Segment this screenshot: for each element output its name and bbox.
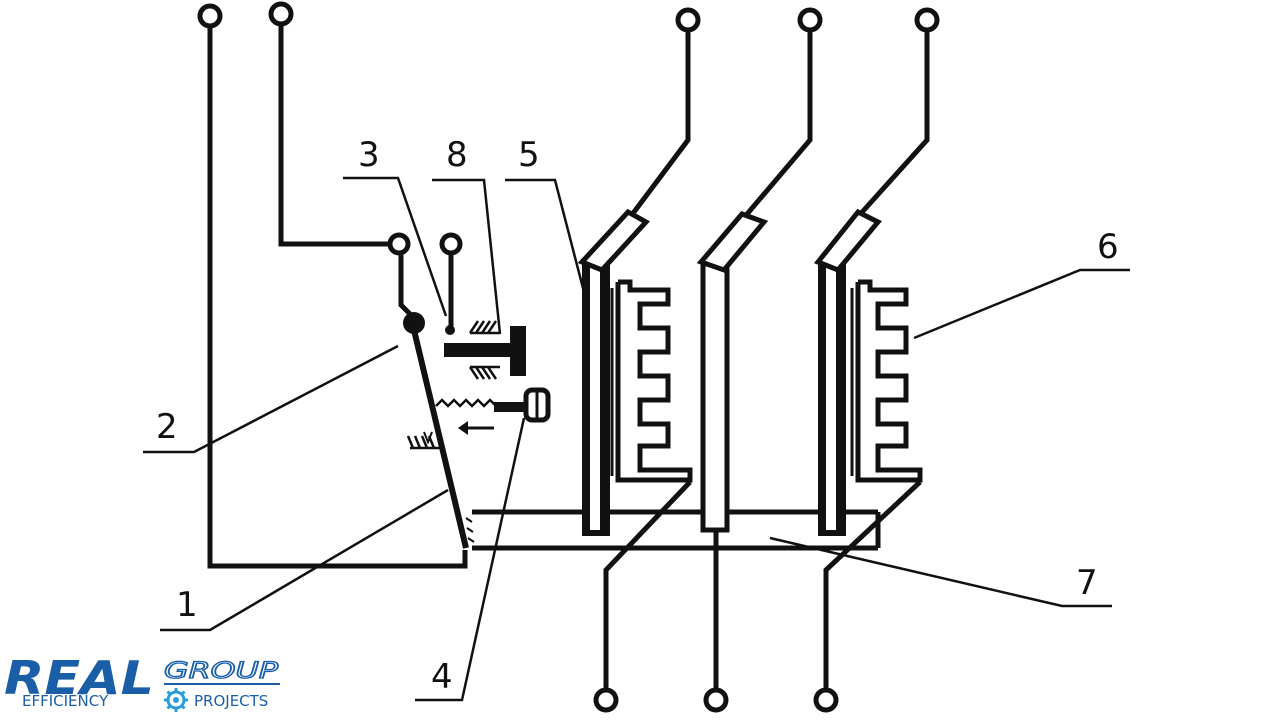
leader-lines bbox=[143, 176, 1130, 702]
notch-marks bbox=[465, 517, 475, 543]
contact-point bbox=[445, 325, 455, 335]
wiring bbox=[207, 26, 930, 690]
logo-word-efficiency: EFFICIENCY bbox=[22, 692, 109, 710]
ground-hatch bbox=[406, 435, 440, 450]
adjusting-screw bbox=[435, 387, 551, 435]
logo-word-projects: PROJECTS bbox=[194, 692, 268, 710]
spring-stop bbox=[444, 320, 526, 380]
terminal-bottom-1 bbox=[593, 687, 619, 713]
core-right bbox=[813, 208, 882, 536]
wire-left-inner bbox=[278, 26, 392, 247]
leader-8 bbox=[432, 178, 502, 335]
label-8: 8 bbox=[446, 135, 468, 175]
core-left bbox=[577, 208, 650, 536]
leader-2 bbox=[143, 344, 399, 454]
stop-hatch-bottom bbox=[468, 365, 500, 380]
screw-shaft bbox=[494, 402, 530, 412]
terminal-top-2 bbox=[797, 7, 823, 33]
coil-left bbox=[610, 279, 693, 483]
label-5: 5 bbox=[518, 135, 540, 175]
wire-top-3 bbox=[853, 28, 930, 222]
leader-3 bbox=[343, 176, 448, 317]
terminal-bottom-2 bbox=[703, 687, 729, 713]
realgroup-logo: REAL GROUP EFFICIENCY PROJECTS bbox=[4, 652, 280, 712]
terminal-contact-left bbox=[387, 232, 411, 256]
leader-4 bbox=[415, 417, 526, 702]
label-2: 2 bbox=[156, 407, 178, 447]
terminals bbox=[197, 1, 940, 713]
wire-to-pivot bbox=[398, 252, 416, 320]
label-1: 1 bbox=[176, 585, 198, 625]
leader-5 bbox=[505, 178, 586, 293]
wire-left-outer bbox=[207, 26, 468, 569]
core-middle-limb bbox=[700, 261, 730, 533]
terminal-top-1 bbox=[675, 7, 701, 33]
core-left-inner bbox=[590, 268, 600, 530]
callout-labels: 1 2 3 4 5 6 7 8 bbox=[156, 135, 1119, 697]
logo-brand-big: REAL bbox=[4, 652, 154, 705]
terminal-bottom-3 bbox=[813, 687, 839, 713]
core-middle bbox=[696, 211, 769, 533]
terminal-top-3 bbox=[914, 7, 940, 33]
label-6: 6 bbox=[1097, 227, 1119, 267]
leader-1 bbox=[160, 488, 449, 632]
terminal-top-left-2 bbox=[268, 1, 294, 27]
wire-bottom-3 bbox=[823, 480, 922, 690]
label-7: 7 bbox=[1076, 563, 1098, 603]
hatch-v bbox=[423, 431, 433, 445]
wire-top-1 bbox=[626, 28, 691, 222]
core-middle-top bbox=[696, 211, 769, 273]
arrow-head bbox=[458, 421, 468, 435]
coil-right bbox=[850, 279, 923, 483]
lever-arm bbox=[411, 329, 469, 549]
stop-hatch-top bbox=[468, 320, 500, 335]
terminal-top-left-1 bbox=[197, 3, 223, 29]
leader-6 bbox=[913, 268, 1130, 340]
logo-brand-small: GROUP bbox=[164, 659, 279, 684]
label-4: 4 bbox=[431, 657, 453, 697]
stop-plate bbox=[510, 326, 526, 376]
armature-lever bbox=[403, 312, 475, 549]
leader-7 bbox=[769, 536, 1112, 608]
return-spring bbox=[435, 398, 497, 408]
label-3: 3 bbox=[358, 135, 380, 175]
core-right-inner bbox=[826, 268, 836, 530]
stop-bar bbox=[444, 343, 512, 357]
core-right-top bbox=[813, 208, 882, 273]
terminal-contact-right bbox=[439, 232, 463, 256]
wire-top-2 bbox=[740, 28, 813, 222]
gear-icon bbox=[164, 688, 188, 712]
pivot-ball bbox=[403, 312, 425, 334]
core-left-top bbox=[577, 208, 650, 273]
